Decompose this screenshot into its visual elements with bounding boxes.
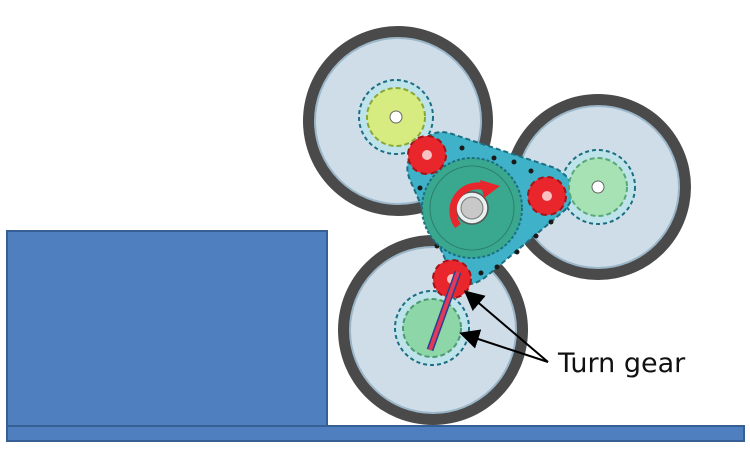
turn-gear-label: Turn gear xyxy=(557,348,686,379)
turn-rod-highlight xyxy=(428,271,460,351)
wheel-gear-top xyxy=(366,87,426,147)
ground-bar xyxy=(6,425,745,442)
step-block xyxy=(6,230,328,428)
curved-arrow-icon xyxy=(449,180,500,229)
wheel-gear-right xyxy=(568,157,628,217)
leader-line-lower xyxy=(459,329,549,363)
idler-gear-top xyxy=(407,135,447,175)
sun-gear xyxy=(421,157,523,259)
idler-gear-right xyxy=(527,176,567,216)
leader-line-upper xyxy=(463,290,549,363)
